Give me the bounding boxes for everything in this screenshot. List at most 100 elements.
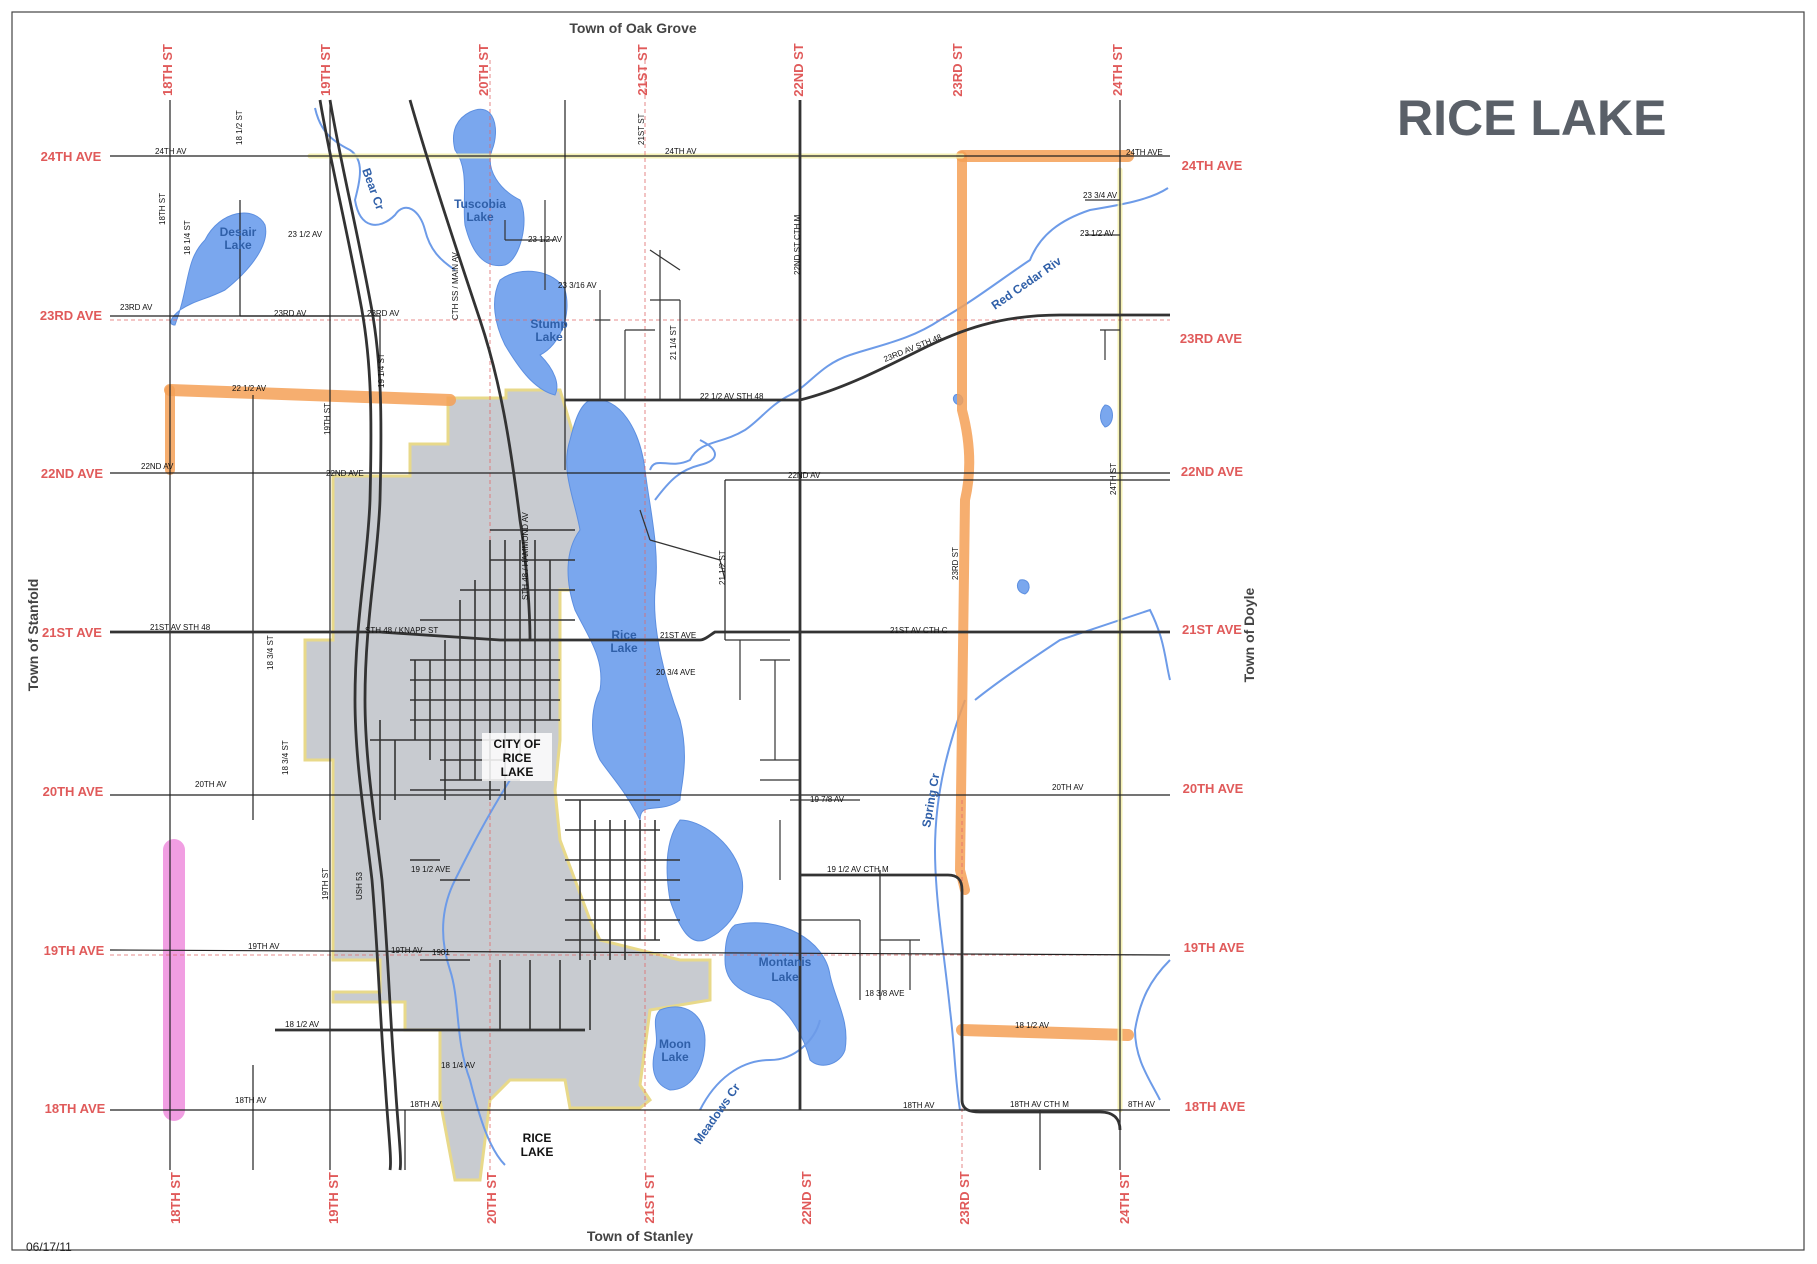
road-19-1-2-ave: 19 1/2 AVE (411, 865, 450, 874)
stump-lake-label-2: Lake (535, 330, 563, 344)
road-21-1-2-st: 21 1/2 ST (718, 550, 727, 585)
row-label-23rd-left: 23RD AVE (40, 308, 102, 323)
desair-lake-label-1: Desair (220, 225, 257, 239)
road-18th-av-west: 18TH AV (235, 1096, 267, 1105)
road-18-1-2-av-west: 18 1/2 AV (285, 1020, 320, 1029)
stump-lake-shape (494, 270, 568, 396)
road-21-1-4-st: 21 1/4 ST (669, 325, 678, 360)
stump-lake-label-1: Stump (530, 317, 567, 331)
east-creek-path (974, 608, 1171, 701)
sth-48-east (110, 630, 1170, 642)
row-label-18th-left: 18TH AVE (45, 1101, 106, 1116)
town-south-label: Town of Stanley (587, 1228, 694, 1244)
road-ush-53: USH 53 (355, 871, 364, 900)
row-label-19th-left: 19TH AVE (44, 943, 105, 958)
city-streets (370, 529, 680, 1030)
road-21st-st: 21ST ST (637, 113, 646, 145)
desair-lake-shape (170, 212, 267, 326)
map-title: RICE LAKE (1397, 90, 1666, 146)
bear-creek-path (314, 107, 456, 271)
col-label-24th-top: 24TH ST (1110, 44, 1125, 96)
orange-18-half-av (956, 1024, 1134, 1041)
road-22-1-2-av: 22 1/2 AV (232, 384, 267, 393)
col-label-19th-bottom: 19TH ST (326, 1172, 341, 1224)
town-east-label: Town of Doyle (1241, 587, 1257, 682)
east-creek2-path (1133, 959, 1171, 1101)
road-21st-ave: 21ST AVE (660, 631, 696, 640)
road-18-1-4-st: 18 1/4 ST (183, 220, 192, 255)
tuscobia-lake-shape (453, 108, 525, 267)
road-24th-st: 24TH ST (1109, 463, 1118, 495)
road-knapp-st: STH 48 / KNAPP ST (365, 626, 438, 635)
cth-m-east (800, 873, 1122, 1131)
column-labels-top: 18TH ST 19TH ST 20TH ST 21ST ST 22ND ST … (160, 43, 1125, 97)
montanis-lake-label-2: Lake (771, 970, 799, 984)
rice-lake-label-2: Lake (610, 641, 638, 655)
bear-creek-label: Bear Cr (359, 166, 387, 212)
col-label-18th-bottom: 18TH ST (168, 1172, 183, 1224)
col-label-20th-bottom: 20TH ST (484, 1172, 499, 1224)
meadows-creek-label: Meadows Cr (691, 1081, 743, 1147)
city-south-label-1: RICE (523, 1131, 552, 1145)
column-labels-bottom: 18TH ST 19TH ST 20TH ST 21ST ST 22ND ST … (168, 1171, 1132, 1225)
city-labels: CITY OF RICE LAKE RICE LAKE (482, 733, 559, 1161)
road-18-1-2-av-east: 18 1/2 AV (1015, 1021, 1050, 1030)
road-23rd-av-west: 23RD AV (120, 303, 153, 312)
road-19-1-4-st: 19 1/4 ST (377, 353, 386, 388)
row-label-22nd-right: 22ND AVE (1181, 464, 1243, 479)
road-18-3-4-st-a: 18 3/4 ST (266, 635, 275, 670)
small-lake-east (1100, 404, 1113, 428)
rice-lake-shape (566, 399, 685, 821)
col-label-19th-top: 19TH ST (318, 44, 333, 96)
road-21st-av-cth-c: 21ST AV CTH C (890, 626, 948, 635)
road-1901: 1901 (432, 948, 450, 957)
ush-53-b (328, 99, 402, 1171)
row-label-23rd-right: 23RD AVE (1180, 331, 1242, 346)
road-22nd-av-west: 22ND AV (141, 462, 174, 471)
road-24th-ave-east: 24TH AVE (1126, 148, 1163, 157)
row-label-19th-right: 19TH AVE (1184, 940, 1245, 955)
moon-lake-shape (652, 1006, 706, 1091)
meadows-creek-path (699, 1019, 821, 1111)
road-hammond-av: STH 48 / HAMMOND AV (521, 511, 530, 600)
row-label-20th-right: 20TH AVE (1183, 781, 1244, 796)
road-23-1-2-av-west: 23 1/2 AV (288, 230, 323, 239)
row-label-24th-right: 24TH AVE (1182, 158, 1243, 173)
row-labels-right: 24TH AVE 23RD AVE 22ND AVE 21ST AVE 20TH… (1180, 158, 1246, 1114)
city-label-3: LAKE (501, 765, 534, 779)
moon-lake-label-2: Lake (661, 1050, 689, 1064)
road-23-1-2-av-east: 23 1/2 AV (1080, 229, 1115, 238)
orange-22-half-av (164, 384, 456, 406)
road-18-1-2-st-north: 18 1/2 ST (235, 110, 244, 145)
ush-53 (318, 99, 392, 1171)
montanis-lake-label-1: Montanis (759, 955, 812, 969)
road-18th-av-east: 18TH AV (903, 1101, 935, 1110)
lake-labels: Desair Lake Tuscobia Lake Stump Lake Ric… (220, 197, 812, 1064)
col-label-21st-top: 21ST ST (635, 44, 650, 95)
road-19th-st-south: 19TH ST (321, 868, 330, 900)
road-19th-av-west: 19TH AV (248, 942, 280, 951)
col-label-21st-bottom: 21ST ST (642, 1172, 657, 1223)
row-label-20th-left: 20TH AVE (43, 784, 104, 799)
road-18-1-4-av: 18 1/4 AV (441, 1061, 476, 1070)
road-20th-av-west: 20TH AV (195, 780, 227, 789)
town-labels: Town of Oak Grove Town of Stanley Town o… (25, 20, 1257, 1244)
road-labels-vertical: 18 1/2 ST 18 1/4 ST 18TH ST 18 3/4 ST 18… (158, 110, 1118, 900)
town-north-label: Town of Oak Grove (569, 20, 697, 36)
section-roads (109, 100, 1171, 1170)
road-23rd-av-city: 23RD AV (367, 309, 400, 318)
map-date: 06/17/11 (26, 1240, 72, 1254)
map-border (11, 11, 1805, 1251)
col-label-22nd-bottom: 22ND ST (799, 1171, 814, 1225)
road-18-3-8-ave: 18 3/8 AVE (865, 989, 904, 998)
road-21st-av-sth48: 21ST AV STH 48 (150, 623, 211, 632)
tuscobia-lake-label-1: Tuscobia (454, 197, 506, 211)
road-22nd-ave-city: 22ND AVE (326, 469, 364, 478)
col-label-23rd-top: 23RD ST (950, 43, 965, 97)
road-24th-av-west: 24TH AV (155, 147, 187, 156)
lakes (170, 108, 1113, 1091)
col-label-22nd-top: 22ND ST (791, 43, 806, 97)
road-19th-st-mid: 19TH ST (323, 403, 332, 435)
